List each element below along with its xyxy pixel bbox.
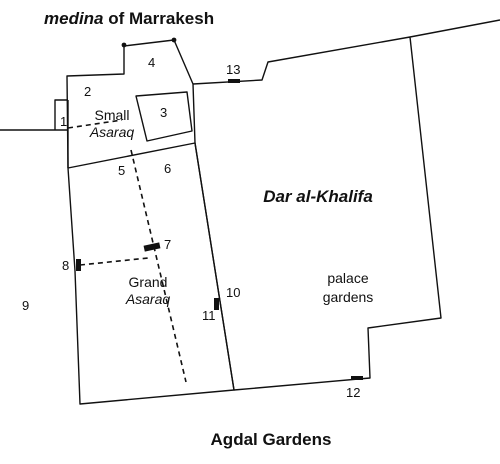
gate-8-marker: [76, 259, 81, 271]
label-6: 6: [164, 161, 171, 176]
small-asaraq-axis: [67, 119, 123, 129]
label-3: 3: [160, 105, 167, 120]
label-9: 9: [22, 298, 29, 313]
small-asaraq-label-1: Small: [94, 107, 129, 123]
north-south-axis: [130, 149, 187, 383]
gate-13-marker: [228, 79, 240, 83]
structure-3-outline: [135, 91, 193, 142]
agdal-gardens-title: Agdal Gardens: [211, 430, 332, 449]
dar-al-khalifa-label: Dar al-Khalifa: [263, 187, 373, 206]
corner-marker-west: [121, 42, 127, 48]
inner-dividing-wall: [194, 142, 235, 391]
palace-gardens-label-1: palace: [327, 270, 368, 286]
cross-wall: [67, 142, 196, 169]
palace-gardens-label-2: gardens: [323, 289, 374, 305]
grand-asaraq-cross-axis: [79, 257, 149, 266]
label-1: 1: [60, 114, 67, 129]
small-asaraq-label-2: Asaraq: [89, 124, 135, 140]
label-7: 7: [164, 237, 171, 252]
grand-asaraq-label-2: Asaraq: [125, 291, 171, 307]
gate-10-11-marker: [214, 298, 219, 310]
grand-asaraq-label-1: Grand: [129, 274, 168, 290]
label-5: 5: [118, 163, 125, 178]
label-12: 12: [346, 385, 360, 400]
label-4: 4: [148, 55, 155, 70]
label-8: 8: [62, 258, 69, 273]
gate-12-marker: [351, 376, 363, 380]
corner-marker-east: [171, 37, 177, 43]
label-13: 13: [226, 62, 240, 77]
gate-7-marker: [143, 242, 161, 252]
label-2: 2: [84, 84, 91, 99]
label-11: 11: [202, 308, 216, 323]
medina-title: medina of Marrakesh: [44, 9, 214, 28]
west-annex-wall: [0, 99, 68, 131]
label-10: 10: [226, 285, 240, 300]
